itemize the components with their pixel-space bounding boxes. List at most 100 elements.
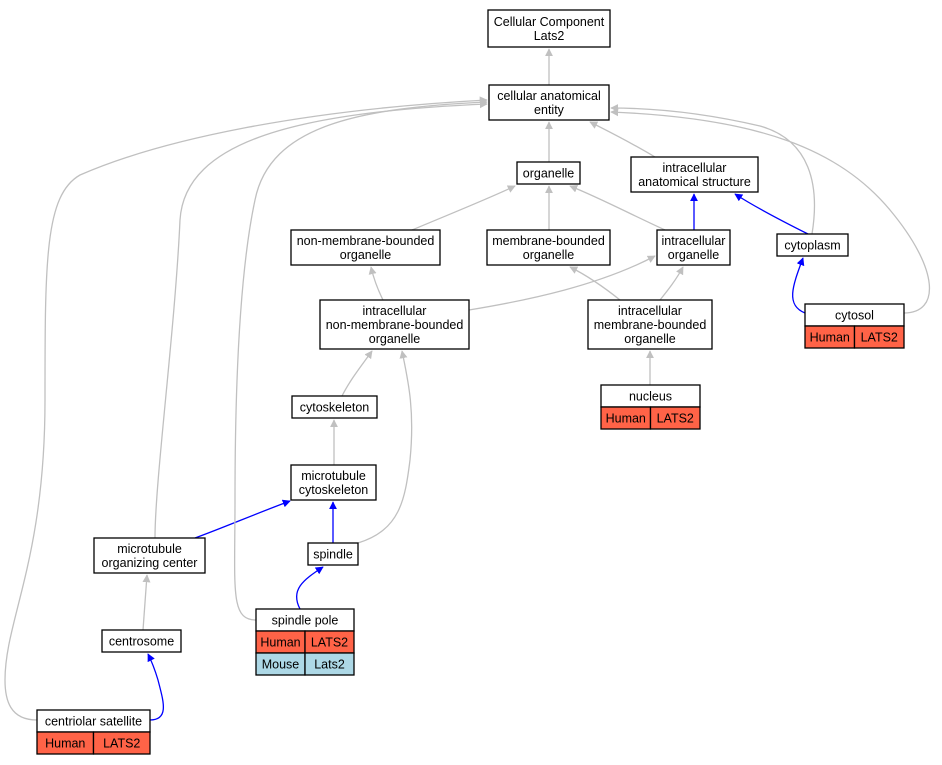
edges-layer	[4, 48, 931, 721]
gene-label: Lats2	[314, 658, 345, 672]
gene-cell[interactable]: LATS2	[649, 406, 701, 430]
node-label-line: organizing center	[102, 556, 198, 570]
node-label-line: non-membrane-bounded	[297, 234, 435, 248]
is-a-arrow	[154, 100, 488, 539]
node-label-line: cytoskeleton	[299, 483, 369, 497]
edge-cytoplasm-is-a-cae	[610, 104, 816, 235]
node-label-line: organelle	[369, 332, 420, 346]
gene-cell[interactable]: LATS2	[853, 325, 905, 349]
node-label-line: organelle	[668, 248, 719, 262]
node-label-line: intracellular	[618, 304, 682, 318]
edge-ias-is-a-cae	[589, 121, 656, 158]
edge-inmbo-is-a-nmbo	[368, 266, 384, 301]
is-a-arrow	[659, 266, 684, 301]
node-label-line: cytosol	[835, 309, 874, 323]
edge-centsat-part-of-centrosome	[147, 653, 165, 721]
is-a-arrow	[411, 185, 516, 231]
gene-cell[interactable]: Lats2	[304, 652, 355, 676]
edge-cytoskeleton-is-a-inmbo	[341, 350, 373, 397]
species-label: Human	[260, 636, 300, 650]
species-cell[interactable]: Human	[255, 630, 306, 654]
node-label-line: cytoplasm	[784, 239, 840, 253]
species-label: Human	[606, 412, 646, 426]
gene-cell[interactable]: LATS2	[304, 630, 355, 654]
node-label-line: microtubule	[301, 469, 366, 483]
node-label-line: intracellular	[363, 304, 427, 318]
part-of-arrow	[147, 653, 165, 721]
node-label-line: microtubule	[117, 542, 182, 556]
part-of-arrow	[734, 193, 809, 235]
annotation-cell-bg	[92, 731, 151, 755]
species-cell[interactable]: Human	[804, 325, 856, 349]
is-a-arrow	[468, 255, 656, 311]
part-of-arrow	[791, 257, 806, 314]
node-organelle[interactable]: organelle	[516, 161, 581, 185]
edge-inmbo-is-a-io	[468, 255, 656, 311]
node-label-line: membrane-bounded	[492, 234, 605, 248]
node-cytoskeleton[interactable]: cytoskeleton	[291, 395, 378, 419]
node-box	[587, 299, 713, 350]
node-box	[516, 161, 581, 185]
edge-cytoplasm-part-of-ias	[734, 193, 809, 235]
species-label: Human	[45, 737, 85, 751]
node-centrosome[interactable]: centrosome	[101, 629, 182, 653]
node-box	[630, 156, 759, 193]
edge-imbo-is-a-io	[659, 266, 684, 301]
is-a-arrow	[341, 350, 373, 397]
node-spindle[interactable]: spindle	[307, 542, 359, 566]
node-box	[319, 299, 470, 350]
gene-label: LATS2	[861, 331, 898, 345]
node-label-line: non-membrane-bounded	[326, 318, 464, 332]
node-box	[291, 395, 378, 419]
species-label: Mouse	[262, 658, 300, 672]
species-cell[interactable]: Human	[36, 731, 95, 755]
is-a-arrow	[569, 184, 666, 231]
edge-imbo-is-a-mbo	[569, 266, 621, 301]
node-label-line: entity	[534, 103, 565, 117]
is-a-arrow	[4, 96, 488, 721]
node-label-line: organelle	[624, 332, 675, 346]
node-label-line: organelle	[523, 167, 574, 181]
gene-label: LATS2	[103, 737, 140, 751]
node-label-line: intracellular	[663, 161, 727, 175]
node-inmbo[interactable]: intracellularnon-membrane-boundedorganel…	[319, 299, 470, 350]
node-label-line: Lats2	[534, 29, 565, 43]
gene-label: LATS2	[657, 412, 694, 426]
node-cytoplasm[interactable]: cytoplasm	[776, 233, 849, 257]
edge-io-is-a-organelle	[569, 184, 666, 231]
node-box	[776, 233, 849, 257]
edge-nmbo-is-a-organelle	[411, 185, 516, 231]
annotation-cell-bg	[304, 652, 355, 676]
gene-cell[interactable]: LATS2	[92, 731, 151, 755]
edge-mtoc-part-of-mtcyto	[194, 499, 291, 539]
node-label-line: nucleus	[629, 390, 672, 404]
species-cell[interactable]: Human	[600, 406, 652, 430]
edge-centrosome-is-a-mtoc	[142, 574, 151, 631]
node-box	[656, 229, 731, 266]
node-label-line: organelle	[523, 248, 574, 262]
is-a-arrow	[569, 266, 621, 301]
edge-spindle-is-a-inmbo	[357, 350, 413, 544]
edge-centsat-is-a-cae	[4, 96, 488, 721]
node-box	[488, 84, 610, 121]
node-label-line: Cellular Component	[494, 15, 605, 29]
node-label-line: spindle	[313, 548, 353, 562]
species-cell[interactable]: Mouse	[255, 652, 306, 676]
node-label-line: centriolar satellite	[45, 715, 142, 729]
node-label-line: spindle pole	[272, 614, 339, 628]
node-box	[101, 629, 182, 653]
